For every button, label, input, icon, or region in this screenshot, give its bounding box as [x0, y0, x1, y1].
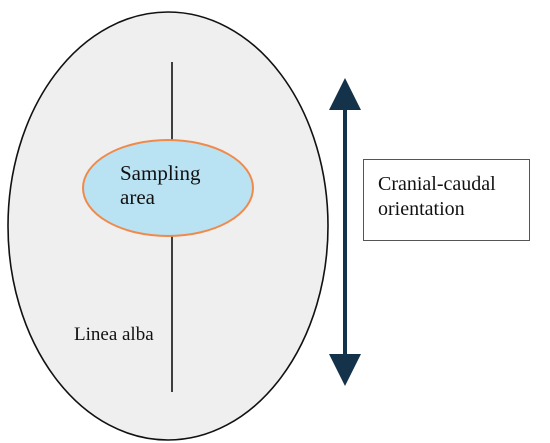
- linea-alba-label: Linea alba: [74, 324, 154, 345]
- sampling-area-label: Sampling area: [120, 161, 201, 209]
- orientation-label: Cranial-caudal orientation: [378, 173, 496, 220]
- sampling-area-ellipse: [82, 139, 254, 237]
- orientation-box: Cranial-caudal orientation: [363, 159, 530, 241]
